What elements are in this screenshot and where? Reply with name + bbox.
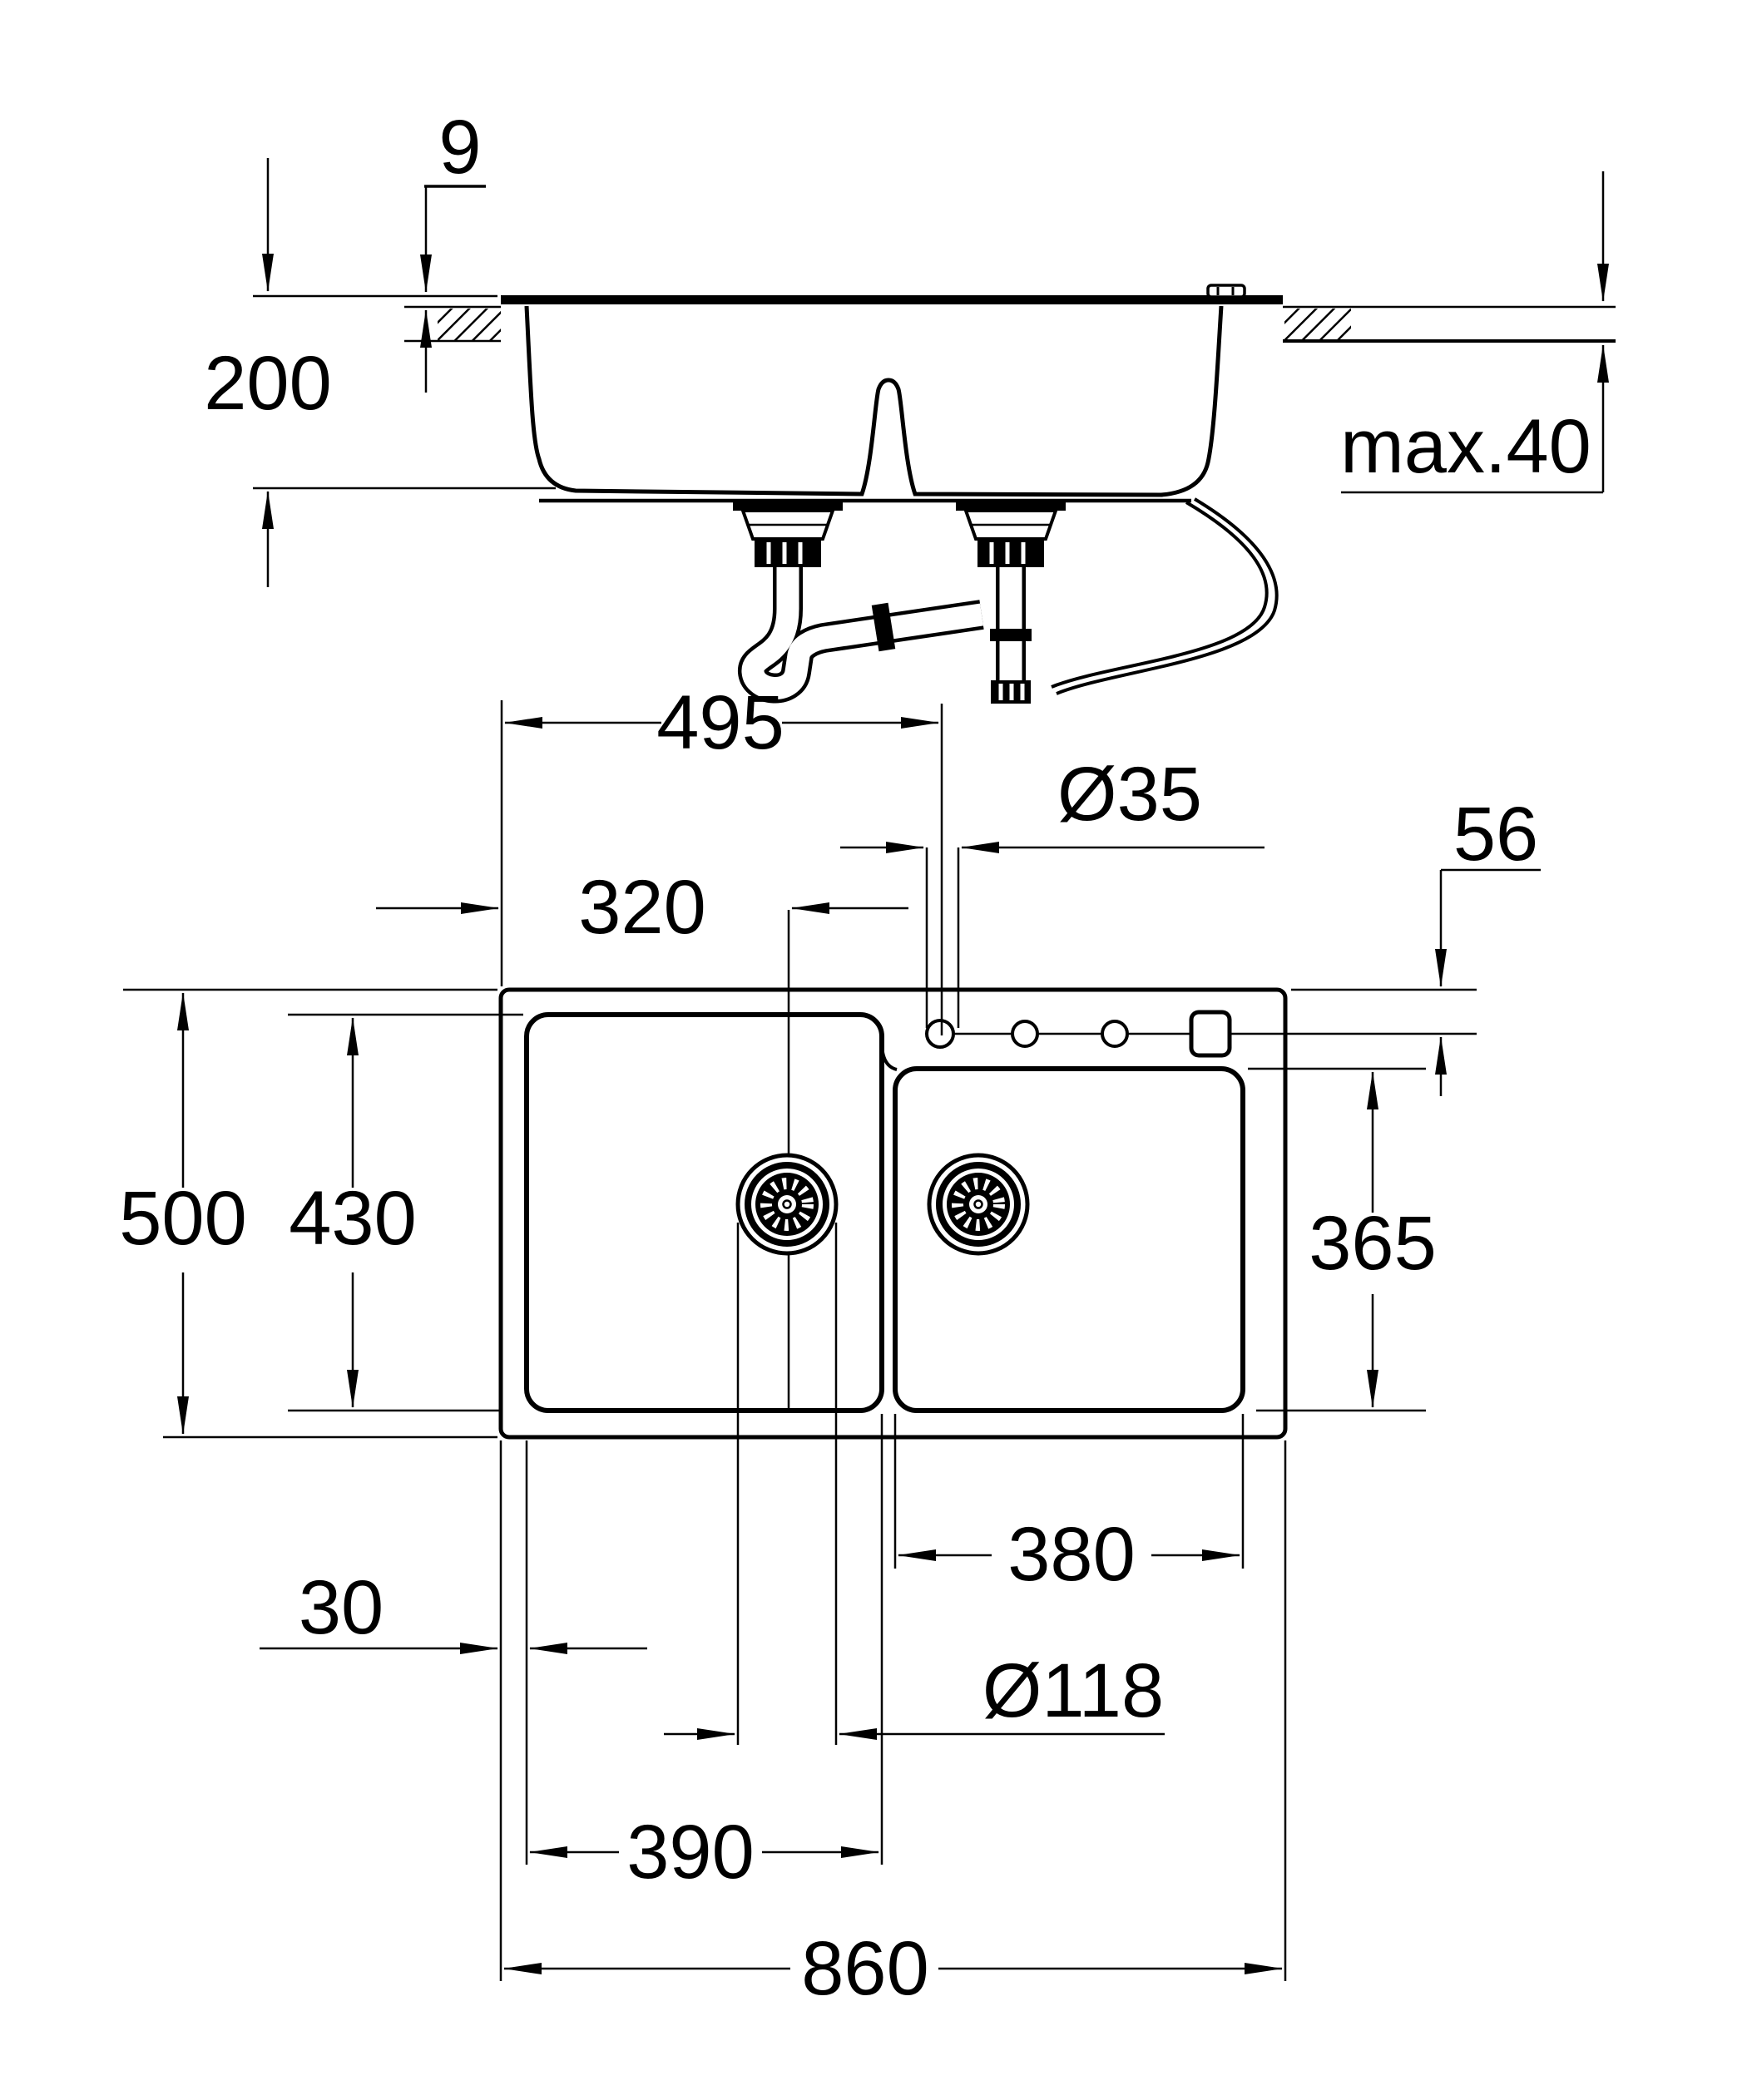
overflow-hose-inner [1056, 497, 1279, 695]
countertop-hatch-left [438, 309, 501, 341]
dim-label-right-bowl-width: 380 [1007, 1512, 1136, 1597]
sink-rim-profile [501, 295, 1283, 304]
bowl-section-profile [524, 305, 1224, 497]
left-bowl [524, 1012, 884, 1413]
right-bowl [893, 1066, 1245, 1413]
dim-label-tap-offset: 495 [656, 680, 784, 765]
overflow-actuator [1189, 1010, 1232, 1058]
dim-label-drain-offset: 320 [578, 865, 706, 950]
left-drain-assembly [733, 502, 984, 704]
dim-label-right-bowl-depth: 365 [1309, 1201, 1437, 1286]
accessory-hole [1011, 1020, 1039, 1048]
dim-label-left-bowl-depth: 430 [289, 1176, 417, 1261]
outlet-collar [990, 629, 1032, 641]
dim-label-bowl-depth: 200 [204, 341, 332, 426]
dim-label-drain-diameter: Ø118 [982, 1648, 1164, 1733]
right-drain-plan [927, 1153, 1030, 1256]
accessory-hole [1101, 1020, 1129, 1048]
dim-label-rim-height: 9 [438, 105, 481, 190]
overflow-hose-outer [1051, 501, 1269, 689]
dim-label-tap-to-edge: 56 [1453, 792, 1538, 877]
extension-lines [123, 700, 1477, 1981]
plan-view-dimensions: 495 Ø35 56 320 500 430 365 380 [119, 680, 1541, 2011]
countertop-hatch-right [1284, 309, 1351, 341]
dim-label-overall-depth: 500 [119, 1176, 247, 1261]
side-view-dimensions: 9 200 max.40 [204, 105, 1609, 587]
right-drain-assembly [956, 502, 1066, 704]
trap-pipe-bore [741, 567, 983, 699]
tap-hole [925, 1019, 955, 1049]
overflow-knob [1206, 284, 1246, 299]
plan-view: 495 Ø35 56 320 500 430 365 380 [119, 680, 1541, 2011]
sink-outer-outline [498, 987, 1288, 1440]
dim-label-left-bowl-width: 390 [626, 1810, 755, 1895]
dim-label-tap-hole: Ø35 [1057, 752, 1202, 837]
dim-label-counter-thickness: max.40 [1340, 404, 1591, 489]
left-drain-plan [735, 1153, 839, 1256]
bowl-step-joint [880, 1044, 898, 1071]
dim-label-edge-to-bowl: 30 [299, 1565, 384, 1650]
dim-label-overall-width: 860 [801, 1926, 929, 2011]
pipe-coupling [871, 602, 896, 652]
side-section-view: 9 200 max.40 [204, 105, 1616, 704]
